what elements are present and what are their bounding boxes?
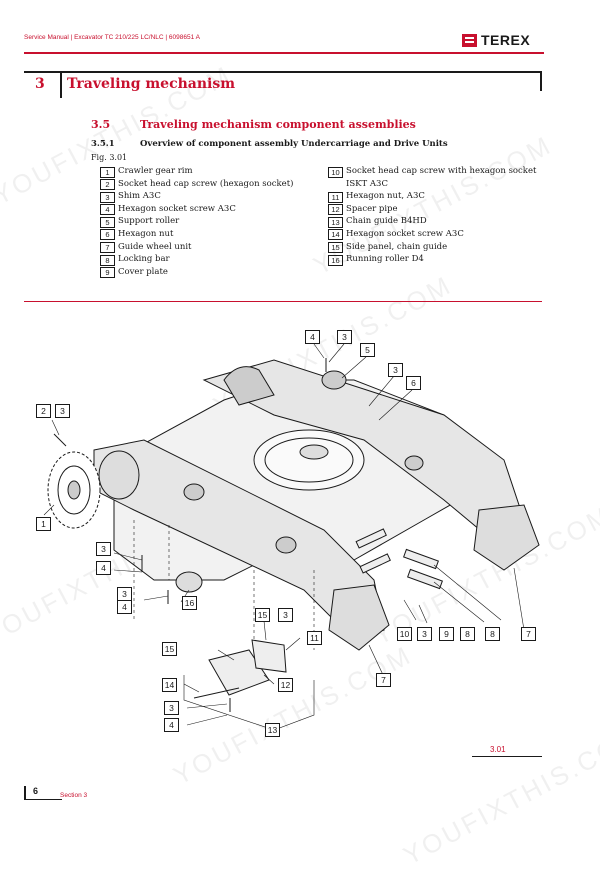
figure-reference: 3.01 (490, 745, 506, 754)
callout-label: 6 (406, 376, 421, 390)
subsection-number: 3.5.1 (91, 139, 115, 149)
callout-label: 8 (460, 627, 475, 641)
document-header-line: Service Manual | Excavator TC 210/225 LC… (24, 34, 200, 41)
callout-label: 12 (278, 678, 293, 692)
section-title: Traveling mechanism component assemblies (140, 118, 416, 131)
callout-label: 4 (305, 330, 320, 344)
callout-label: 3 (55, 404, 70, 418)
callout-label: 3 (337, 330, 352, 344)
callout-label: 4 (96, 561, 111, 575)
chain-guide (208, 649, 270, 696)
callout-label: 10 (397, 627, 412, 641)
callout-label: 3 (96, 542, 111, 556)
chapter-bar-top (24, 71, 541, 73)
gear-hub (67, 480, 81, 500)
screw (53, 433, 67, 447)
callout-label: 9 (439, 627, 454, 641)
footer-section: Section 3 (60, 792, 88, 799)
locking-bar (403, 548, 439, 570)
callout-label: 16 (182, 596, 197, 610)
cover-plate (355, 528, 387, 549)
callout-label: 2 (36, 404, 51, 418)
section-number: 3.5 (91, 118, 111, 131)
slew-ring-inner (264, 437, 354, 483)
support-roller (183, 483, 205, 501)
terex-logo-icon (462, 34, 477, 47)
callout-label: 3 (388, 363, 403, 377)
callout-label: 4 (164, 718, 179, 732)
callout-label: 3 (164, 701, 179, 715)
center-joint (299, 444, 329, 460)
chapter-bar-right (540, 71, 542, 91)
figure-reference-rule (472, 756, 542, 757)
callout-label: 7 (376, 673, 391, 687)
figure-label: Fig. 3.01 (91, 153, 128, 162)
callout-label: 15 (162, 642, 177, 656)
brand-logo: TEREX (462, 32, 552, 49)
side-panel (251, 639, 287, 673)
gear-rim-inner (57, 465, 91, 515)
guide-wheel-unit-front (328, 584, 390, 651)
callout-label: 13 (265, 723, 280, 737)
support-roller (321, 370, 347, 390)
callout-label: 15 (255, 608, 270, 622)
footer-bar (24, 786, 26, 800)
callout-label: 4 (117, 600, 132, 614)
footer-rule (24, 799, 62, 800)
undercarriage-drawing (43, 343, 540, 731)
support-roller (404, 455, 424, 471)
chapter-bar-separator (60, 72, 62, 98)
callout-label: 1 (36, 517, 51, 531)
support-roller (275, 536, 297, 554)
page-number: 6 (33, 786, 39, 796)
running-roller (175, 571, 203, 593)
brand-name: TEREX (481, 32, 531, 48)
cover-plate (359, 553, 391, 574)
header-divider (24, 52, 544, 54)
callout-label: 14 (162, 678, 177, 692)
callout-label: 8 (485, 627, 500, 641)
content-divider (24, 301, 542, 302)
chapter-title: Traveling mechanism (67, 76, 236, 92)
callout-label: 3 (417, 627, 432, 641)
slew-ring (253, 429, 365, 491)
subsection-title: Overview of component assembly Undercarr… (140, 139, 448, 149)
hexagon-socket-screw (193, 687, 240, 699)
guide-wheel-unit-rear (473, 504, 540, 571)
callout-label: 5 (360, 343, 375, 357)
leader-lines (43, 343, 525, 726)
locking-bar (407, 568, 443, 590)
undercarriage-diagram: 4 3 5 3 6 2 3 1 3 4 3 4 16 15 3 11 15 12… (24, 320, 564, 740)
callout-label: 11 (307, 631, 322, 645)
drive-motor-front (98, 450, 140, 500)
callout-label: 3 (117, 587, 132, 601)
callout-label: 3 (278, 608, 293, 622)
chapter-number: 3 (35, 76, 45, 92)
callout-label: 7 (521, 627, 536, 641)
drive-motor-rear (223, 366, 275, 406)
